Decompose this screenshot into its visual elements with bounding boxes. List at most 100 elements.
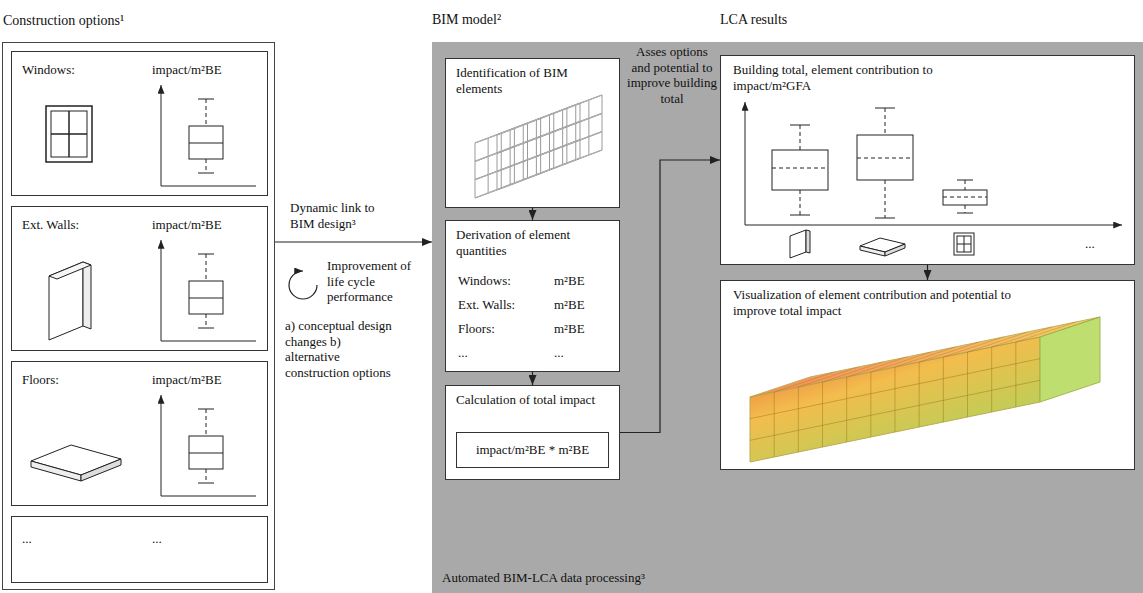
node-text: LCA results xyxy=(720,12,920,29)
frame-stroke xyxy=(943,337,1003,357)
frame-stroke xyxy=(553,113,554,168)
flow-arrow xyxy=(532,208,533,220)
frame-stroke xyxy=(497,95,602,135)
node-title: Derivation of element quantities xyxy=(456,227,611,258)
floor-icon xyxy=(860,238,905,256)
boxplot xyxy=(943,180,987,213)
frame-stroke xyxy=(528,170,550,178)
frame-stroke xyxy=(774,372,834,392)
frame-stroke xyxy=(514,157,536,165)
flow-arrow xyxy=(275,241,432,242)
process-box: Identification of BIM elements xyxy=(445,58,620,208)
flow-arrow xyxy=(620,160,720,433)
frame-stroke xyxy=(774,392,775,457)
frame-stroke xyxy=(580,95,602,103)
node-title: Floors: xyxy=(22,372,152,388)
frame-stroke xyxy=(501,125,523,133)
node-text: ... xyxy=(554,345,612,361)
frame-stroke xyxy=(497,135,498,190)
frame-stroke xyxy=(967,352,968,417)
colored-building xyxy=(750,317,1100,462)
boxplot xyxy=(857,108,913,218)
frame-stroke xyxy=(566,108,567,163)
frame-stroke xyxy=(536,120,537,175)
frame-stroke xyxy=(895,347,955,367)
frame-stroke xyxy=(541,110,563,118)
frame-stroke xyxy=(798,367,858,387)
option-card: Floors:impact/m²BE xyxy=(11,361,268,506)
boxplot xyxy=(161,240,256,341)
node-title: BIM model² xyxy=(432,12,632,29)
frame-stroke xyxy=(514,128,515,183)
frame-stroke xyxy=(871,352,931,372)
more-items: ... xyxy=(1085,236,1115,252)
node-title: Visualization of element contribution an… xyxy=(733,287,1033,318)
formula-box: impact/m²BE * m²BE xyxy=(456,432,609,468)
node-title: Calculation of total impact xyxy=(456,392,611,408)
option-card: ...... xyxy=(11,516,268,583)
node-title: Identification of BIM elements xyxy=(456,65,611,96)
frame-stroke xyxy=(475,103,580,143)
frame-stroke xyxy=(991,347,992,412)
frame-stroke xyxy=(847,357,907,377)
node-text: impact/m²BE xyxy=(152,372,260,388)
node-text: ... xyxy=(458,345,546,361)
frame-stroke xyxy=(501,180,523,188)
node-text: m²BE xyxy=(554,321,612,337)
window-card-art xyxy=(46,85,256,186)
options-panel: Construction options¹Windows:impact/m²BE… xyxy=(2,42,275,590)
node-text: m²BE xyxy=(554,273,612,289)
node-title: Windows: xyxy=(22,62,152,78)
result-box: Building total, element contribution to … xyxy=(720,55,1135,265)
floor-card-art xyxy=(31,395,256,496)
node-text: m²BE xyxy=(554,297,612,313)
frame-stroke xyxy=(943,357,944,422)
node-title: Construction options¹ xyxy=(3,13,263,30)
boxplot xyxy=(161,395,256,496)
frame-stroke xyxy=(554,123,576,131)
frame-stroke xyxy=(1016,322,1076,342)
frame-stroke xyxy=(750,380,1040,440)
bim-frame xyxy=(475,95,602,198)
frame-stroke xyxy=(567,155,589,163)
frame-stroke xyxy=(488,185,510,193)
frame-stroke xyxy=(488,138,489,193)
floor-icon xyxy=(31,445,121,475)
frame-stroke xyxy=(488,148,510,156)
cycle-label: Improvement of life cycle performance xyxy=(327,258,423,305)
edge-label: Dynamic link to BIM design³ xyxy=(290,200,402,231)
result-box: Visualization of element contribution an… xyxy=(720,280,1135,470)
frame-stroke xyxy=(602,95,603,150)
frame-stroke xyxy=(554,105,576,113)
wall-icon xyxy=(790,230,810,258)
frame-stroke xyxy=(992,327,1052,347)
frame-stroke xyxy=(523,125,524,180)
node-text: Automated BIM-LCA data processing³ xyxy=(442,570,842,586)
wall-card-art xyxy=(49,240,256,341)
node-text: Windows: xyxy=(458,273,546,289)
frame-stroke xyxy=(501,133,502,188)
frame-stroke xyxy=(475,158,580,198)
frame-stroke xyxy=(497,150,602,190)
result-chart xyxy=(745,102,1122,258)
frame-stroke xyxy=(475,172,497,180)
frame-stroke xyxy=(488,167,510,175)
frame-stroke xyxy=(567,100,589,108)
frame-stroke xyxy=(514,138,536,146)
frame-stroke xyxy=(554,142,576,150)
frame-stroke xyxy=(541,165,563,173)
flow-arrow xyxy=(927,265,928,280)
frame-stroke xyxy=(580,113,602,121)
frame-stroke xyxy=(575,105,576,160)
frame-stroke xyxy=(588,100,589,155)
node-title: impact/m²BE * m²BE xyxy=(461,442,604,458)
node-text: Floors: xyxy=(458,321,546,337)
cycle-arrow xyxy=(289,271,317,299)
frame-stroke xyxy=(567,137,589,145)
process-box: Derivation of element quantitiesWindows:… xyxy=(445,220,620,372)
node-title: Ext. Walls: xyxy=(22,217,152,233)
frame-stroke xyxy=(541,147,563,155)
frame-stroke xyxy=(541,128,563,136)
frame-stroke xyxy=(567,118,589,126)
